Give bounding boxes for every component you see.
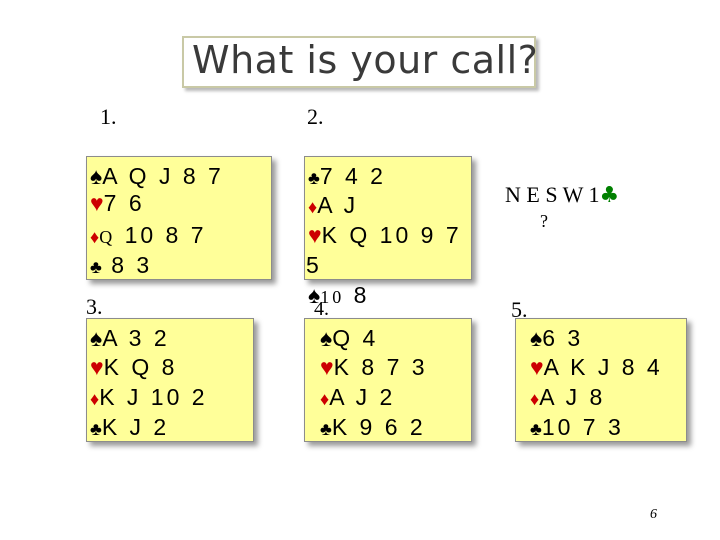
club-icon: ♣ xyxy=(320,419,332,439)
spade-icon: ♠ xyxy=(320,325,333,351)
spade-icon: ♠ xyxy=(530,325,543,351)
hand-2-hearts-wrap: 5 xyxy=(306,252,322,278)
hand-5-spades: ♠6 3 xyxy=(530,325,584,351)
club-icon: ♣ xyxy=(90,257,102,277)
heart-icon: ♥ xyxy=(90,190,104,216)
title-box xyxy=(182,36,536,88)
hand-4-clubs: ♣K 9 6 2 xyxy=(320,414,426,440)
auction-east-call: ? xyxy=(540,211,548,231)
hand-1-diamonds: ♦Q 10 8 7 xyxy=(90,222,207,248)
diamond-icon: ♦ xyxy=(530,389,540,409)
hand-5-diamonds: ♦A J 8 xyxy=(530,384,606,410)
page-title: What is your call? xyxy=(192,38,539,82)
problem-5-label: 5. xyxy=(511,297,528,322)
hand-5-card xyxy=(515,318,687,442)
hand-1-hearts: ♥7 6 xyxy=(90,190,145,216)
club-icon: ♣ xyxy=(599,183,620,208)
hand-1-clubs: ♣ 8 3 xyxy=(90,252,153,278)
hand-3-card xyxy=(86,318,254,442)
problem-3-label: 3. xyxy=(86,294,103,319)
auction-header: N E S W 1♣ xyxy=(505,182,620,208)
problem-4-label: 4. xyxy=(314,298,329,320)
spade-icon: ♠ xyxy=(90,325,103,351)
hand-4-diamonds: ♦A J 2 xyxy=(320,384,396,410)
hand-2-spades: ♠10 8 xyxy=(308,282,370,308)
diamond-icon: ♦ xyxy=(308,197,318,217)
hand-2-clubs: ♣7 4 2 xyxy=(308,163,386,189)
spade-icon: ♠ xyxy=(90,163,103,189)
diamond-icon: ♦ xyxy=(90,389,100,409)
hand-3-clubs: ♣K J 2 xyxy=(90,414,170,440)
hand-4-spades: ♠Q 4 xyxy=(320,325,379,351)
club-icon: ♣ xyxy=(530,419,542,439)
heart-icon: ♥ xyxy=(308,222,322,248)
page-number: 6 xyxy=(650,507,657,522)
hand-3-hearts: ♥K Q 8 xyxy=(90,354,178,380)
club-icon: ♣ xyxy=(308,168,320,188)
hand-2-card xyxy=(304,156,472,280)
heart-icon: ♥ xyxy=(320,354,334,380)
heart-icon: ♥ xyxy=(530,354,544,380)
diamond-icon: ♦ xyxy=(90,227,100,247)
hand-5-clubs: ♣10 7 3 xyxy=(530,414,624,440)
club-icon: ♣ xyxy=(90,419,102,439)
hand-2-hearts: ♥K Q 10 9 7 xyxy=(308,222,462,248)
hand-4-hearts: ♥K 8 7 3 xyxy=(320,354,428,380)
problem-1-label: 1. xyxy=(100,104,117,129)
heart-icon: ♥ xyxy=(90,354,104,380)
hand-3-diamonds: ♦K J 10 2 xyxy=(90,384,208,410)
hand-2-diamonds: ♦A J xyxy=(308,192,359,218)
hand-1-spades: ♠A Q J 8 7 xyxy=(90,163,224,189)
hand-1-card xyxy=(86,156,272,280)
spade-icon: ♠ xyxy=(308,282,321,308)
hand-3-spades: ♠A 3 2 xyxy=(90,325,170,351)
hand-4-card xyxy=(304,318,472,442)
diamond-icon: ♦ xyxy=(320,389,330,409)
hand-5-hearts: ♥A K J 8 4 xyxy=(530,354,663,380)
problem-2-label: 2. xyxy=(307,104,324,129)
